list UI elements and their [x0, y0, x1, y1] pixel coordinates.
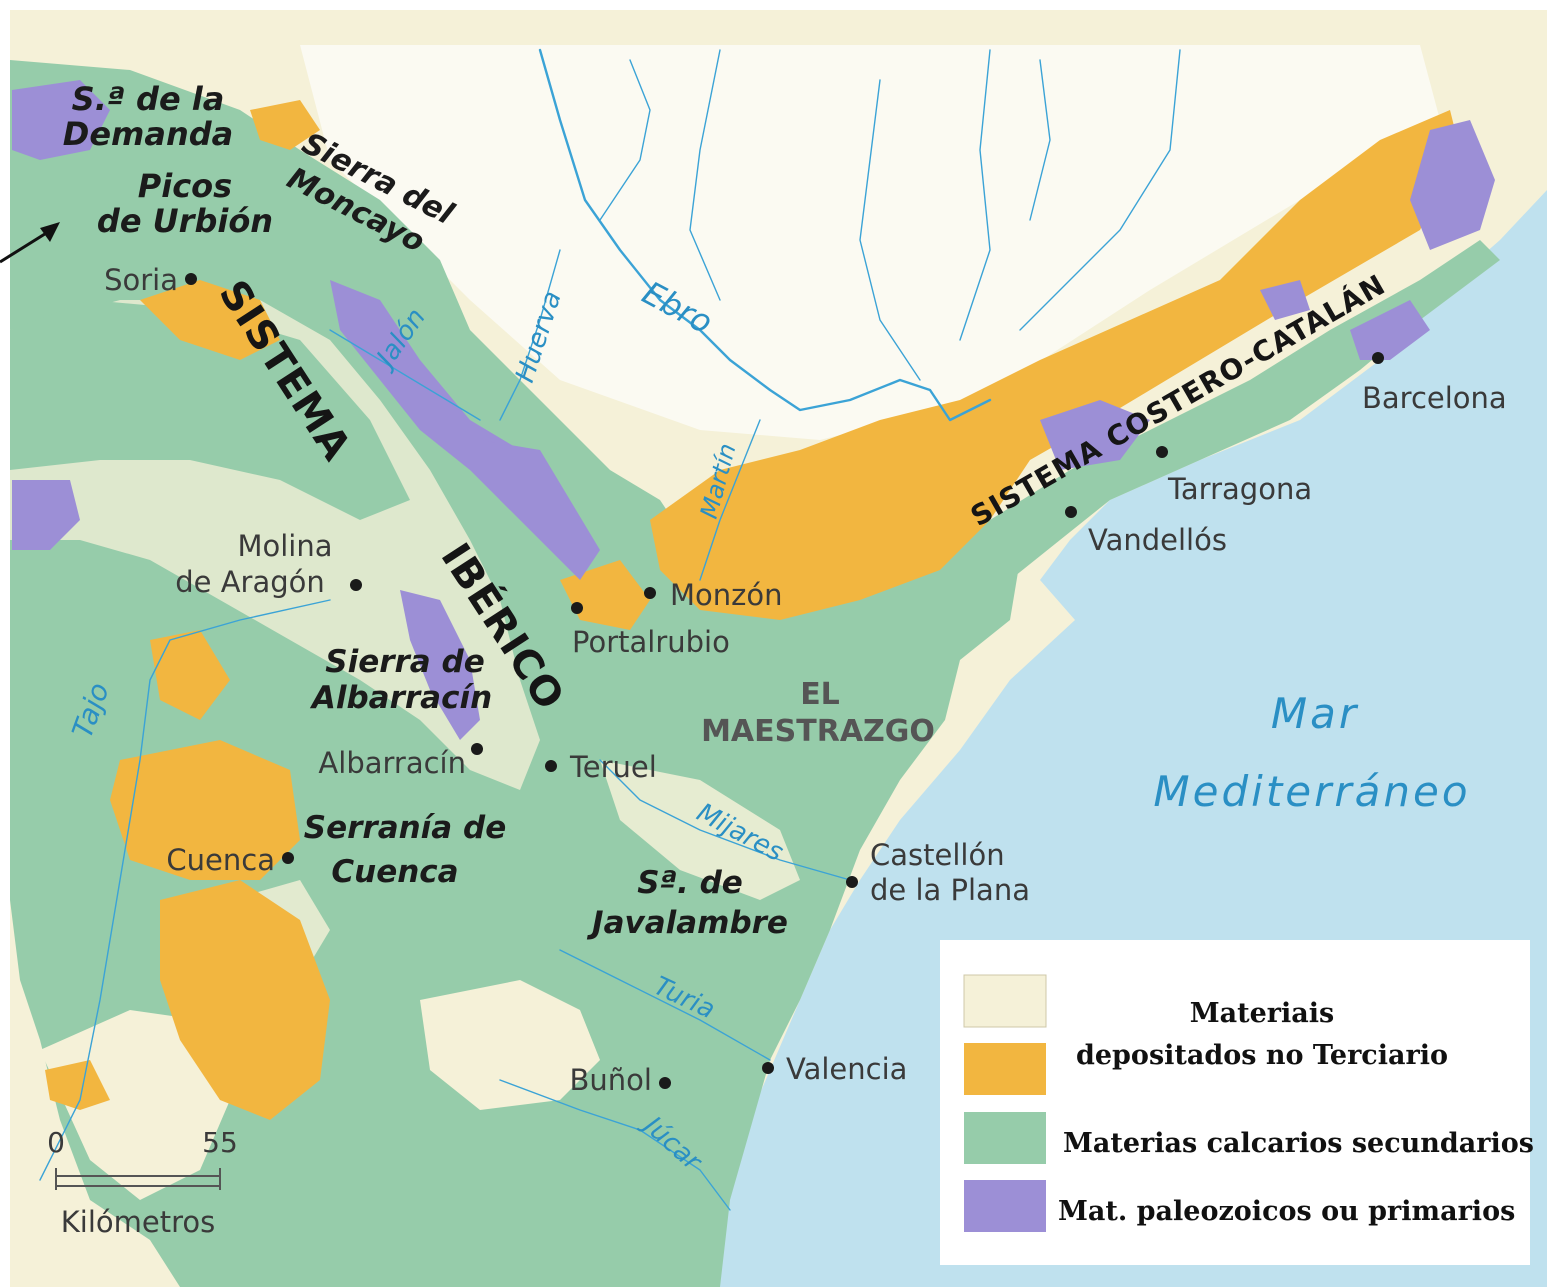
javalambre-label-2: Javalambre	[586, 905, 788, 941]
maestrazgo-label-1: EL	[800, 677, 840, 712]
sea-label-2: Mediterráneo	[1153, 767, 1470, 816]
cuenca-range-label-2: Cuenca	[331, 854, 458, 890]
rivers	[39, 48, 1181, 1211]
legend-swatch-primary	[964, 1180, 1046, 1232]
cuenca-range-label-1: Serranía de	[304, 810, 506, 846]
city-monzon: Monzón	[670, 578, 783, 612]
city-teruel: Teruel	[569, 750, 657, 784]
city-barcelona: Barcelona	[1362, 381, 1507, 415]
city-markers	[185, 273, 1384, 1089]
maestrazgo-label-2: MAESTRAZGO	[701, 714, 935, 749]
legend-label-primary: Mat. paleozoicos ou primarios	[1058, 1196, 1515, 1227]
city-vandellos: Vandellós	[1088, 523, 1227, 557]
pointer-arrow	[0, 222, 60, 264]
legend-swatch-secondary	[964, 1112, 1046, 1164]
albarracin-range-label-2: Albarracín	[309, 680, 492, 716]
legend-label-tertiary-2: depositados no Terciario	[1076, 1040, 1448, 1071]
javalambre-label-1: Sª. de	[637, 865, 743, 901]
scale-min: 0	[47, 1126, 65, 1159]
sea-label-1: Mar	[1271, 689, 1359, 738]
city-castellon-1: Castellón	[870, 838, 1005, 872]
city-cuenca: Cuenca	[166, 843, 275, 877]
city-portalrubio: Portalrubio	[572, 625, 730, 659]
urbion-label-1: Picos	[138, 167, 232, 205]
city-soria: Soria	[104, 263, 178, 297]
demanda-label-1: S.ª de la	[72, 80, 225, 118]
legend-label-secondary: Materias calcarios secundarios	[1063, 1128, 1534, 1159]
city-tarragona: Tarragona	[1167, 472, 1312, 506]
scale-max: 55	[202, 1126, 238, 1159]
albarracin-range-label-1: Sierra de	[325, 644, 484, 680]
city-molina-2: de Aragón	[175, 565, 325, 599]
city-bunol: Buñol	[570, 1063, 652, 1097]
city-albarracin: Albarracín	[318, 746, 466, 780]
legend-swatch-tertiary	[964, 1043, 1046, 1095]
legend: Materiais depositados no Terciario Mater…	[940, 940, 1534, 1265]
urbion-label-2: de Urbión	[97, 202, 273, 240]
tertiary-materials-area	[650, 110, 1460, 620]
city-molina-1: Molina	[237, 529, 332, 563]
city-valencia: Valencia	[786, 1052, 907, 1086]
primary-materials-area	[12, 80, 110, 160]
demanda-label-2: Demanda	[63, 115, 233, 153]
scale-unit: Kilómetros	[61, 1205, 215, 1239]
legend-label-tertiary-1: Materiais	[1190, 998, 1334, 1029]
scale-bar: 0 55 Kilómetros	[47, 1126, 238, 1239]
legend-swatch-plain	[963, 974, 1047, 1028]
city-castellon-2: de la Plana	[870, 873, 1030, 907]
